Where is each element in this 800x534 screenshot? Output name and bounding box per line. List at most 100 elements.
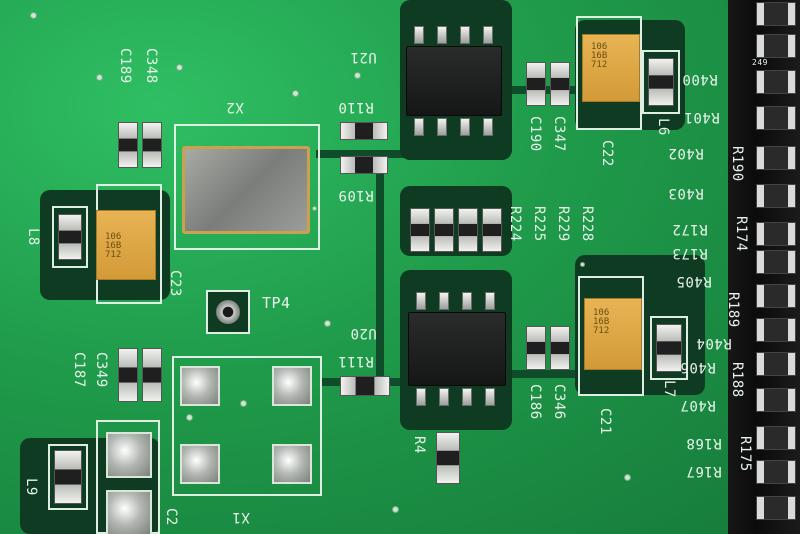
x1-outline: [172, 356, 322, 496]
via: [30, 12, 37, 19]
silk-label-r229: R229: [555, 206, 571, 242]
strip-resistor: [756, 146, 796, 170]
silk-label-c23: C23: [167, 270, 183, 297]
silk-label-c187: C187: [71, 352, 87, 388]
silk-label-r111: R111: [338, 353, 374, 369]
capacitor-c349: [142, 348, 162, 402]
resistor-r110: [340, 122, 388, 140]
via: [96, 74, 103, 81]
silk-label-r189: R189: [725, 292, 741, 328]
x1-pad: [272, 444, 312, 484]
ic-pin: [485, 388, 495, 406]
strip-resistor: [756, 388, 796, 412]
c21-outline: [578, 276, 644, 396]
via: [354, 72, 361, 79]
capacitor-c187: [118, 348, 138, 402]
silk-label-c22: C22: [599, 140, 615, 167]
tantalum-marking: 106 16B 712: [593, 308, 610, 336]
via: [324, 320, 331, 327]
via: [624, 474, 631, 481]
strip-resistor: [756, 2, 796, 26]
silk-label-r168: R168: [686, 435, 722, 451]
trace: [316, 150, 416, 158]
l8-outline: [52, 206, 88, 268]
silk-label-r404: R404: [696, 335, 732, 351]
chip-code: 249: [752, 58, 768, 67]
inductor-l6: [648, 58, 674, 106]
ic-pin: [437, 26, 447, 44]
tantalum-c21: 106 16B 712: [584, 298, 642, 370]
ic-pin: [460, 26, 470, 44]
silk-label-r225: R225: [531, 206, 547, 242]
silk-label-x1: X1: [232, 509, 250, 525]
ic-pin: [462, 388, 472, 406]
strip-resistor: [756, 106, 796, 130]
silk-label-r403: R403: [668, 185, 704, 201]
inductor-l7: [656, 324, 682, 372]
test-point-tp4: [206, 290, 250, 334]
crystal-x2: [182, 146, 310, 234]
tantalum-marking: 106 16B 712: [105, 232, 122, 260]
silk-label-c21: C21: [597, 408, 613, 435]
l7-outline: [650, 316, 688, 380]
x2-outline: [174, 124, 320, 250]
strip-resistor: [756, 250, 796, 274]
strip-resistor: [756, 284, 796, 308]
ic-pin: [483, 26, 493, 44]
silk-label-r173: R173: [672, 245, 708, 261]
trace: [500, 370, 580, 378]
strip-resistor: [756, 460, 796, 484]
silk-label-c348: C348: [143, 48, 159, 84]
silk-label-r224: R224: [507, 206, 523, 242]
resistor-r225: [434, 208, 454, 252]
silk-label-c2x: C2: [163, 508, 179, 526]
silk-label-c189: C189: [117, 48, 133, 84]
silk-label-r109: R109: [338, 187, 374, 203]
silk-label-c347: C347: [551, 116, 567, 152]
via: [186, 414, 193, 421]
via: [312, 206, 317, 211]
silk-label-r402: R402: [668, 145, 704, 161]
silk-label-r406: R406: [680, 359, 716, 375]
resistor-r4: [436, 432, 460, 484]
silk-label-l6: L6: [655, 118, 671, 136]
ic-pin: [460, 118, 470, 136]
resistor-r109: [340, 156, 388, 174]
ic-pin: [437, 118, 447, 136]
strip-resistor: [756, 318, 796, 342]
ic-pin: [414, 26, 424, 44]
silk-label-r172: R172: [672, 221, 708, 237]
ic-pin: [439, 388, 449, 406]
x1-pad: [180, 366, 220, 406]
silk-label-c186: C186: [527, 384, 543, 420]
silk-label-tp4: TP4: [262, 294, 291, 312]
silk-label-u21: U21: [350, 49, 377, 65]
tantalum-c23: 106 16B 712: [96, 210, 156, 280]
strip-resistor: [756, 496, 796, 520]
resistor-r228: [482, 208, 502, 252]
tantalum-c22: 106 16B 712: [582, 34, 640, 102]
capacitor-c189: [118, 122, 138, 168]
x1-pad: [180, 444, 220, 484]
silk-label-l7: L7: [661, 380, 677, 398]
ic-pin: [416, 388, 426, 406]
tantalum-marking: 106 16B 712: [591, 42, 608, 70]
via: [392, 506, 399, 513]
via: [240, 400, 247, 407]
ic-pin: [439, 292, 449, 310]
c22-outline: [576, 16, 642, 130]
capacitor-c347: [550, 62, 570, 106]
c2x-pad: [106, 490, 152, 534]
resistor-r224: [410, 208, 430, 252]
silk-label-r400: R400: [682, 71, 718, 87]
trace: [376, 150, 384, 380]
strip-resistor: [756, 426, 796, 450]
silk-label-r188: R188: [729, 362, 745, 398]
ic-pin: [414, 118, 424, 136]
silk-label-x2: X2: [226, 99, 244, 115]
ic-u21: [406, 46, 502, 116]
ic-pin: [416, 292, 426, 310]
silk-label-r401: R401: [684, 109, 720, 125]
x1-pad: [272, 366, 312, 406]
